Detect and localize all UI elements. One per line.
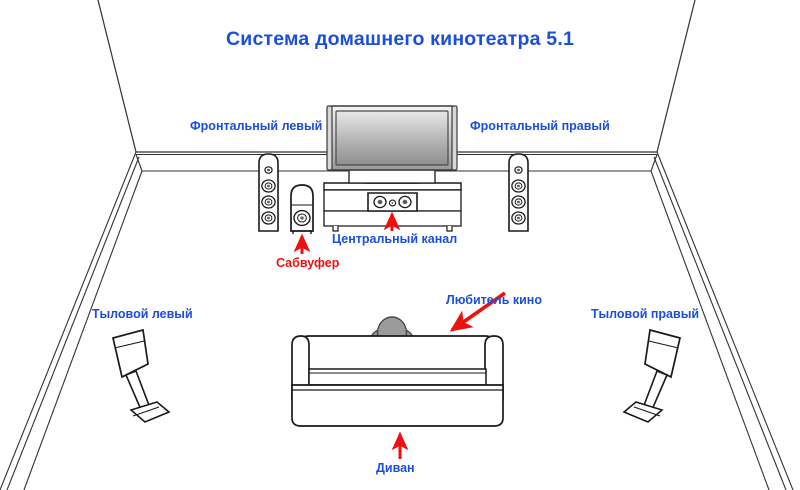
label-viewer: Любитель кино xyxy=(446,293,542,307)
label-center-channel: Центральный канал xyxy=(332,232,458,246)
rear-right-speaker-on-stand[interactable] xyxy=(622,328,682,423)
center-channel-speaker[interactable] xyxy=(367,192,418,212)
right-wall-baseboard xyxy=(650,151,794,490)
page-title: Система домашнего кинотеатра 5.1 xyxy=(225,28,575,50)
label-front-right: Фронтальный правый xyxy=(470,119,610,133)
label-front-left: Фронтальный левый xyxy=(190,119,323,133)
label-subwoofer: Сабвуфер xyxy=(276,256,340,270)
label-rear-right: Тыловой правый xyxy=(591,307,700,321)
viewer-arrow xyxy=(449,291,507,332)
annotation-arrows xyxy=(293,211,507,459)
front-right-tower-speaker[interactable] xyxy=(508,153,529,232)
label-sofa: Диван xyxy=(376,461,415,475)
rear-left-speaker-on-stand[interactable] xyxy=(111,328,171,423)
sofa[interactable] xyxy=(291,335,504,427)
label-rear-left: Тыловой левый xyxy=(92,307,193,321)
subwoofer[interactable] xyxy=(290,184,314,234)
television[interactable] xyxy=(326,105,458,171)
left-wall-baseboard xyxy=(0,151,143,490)
front-left-tower-speaker[interactable] xyxy=(258,153,279,232)
